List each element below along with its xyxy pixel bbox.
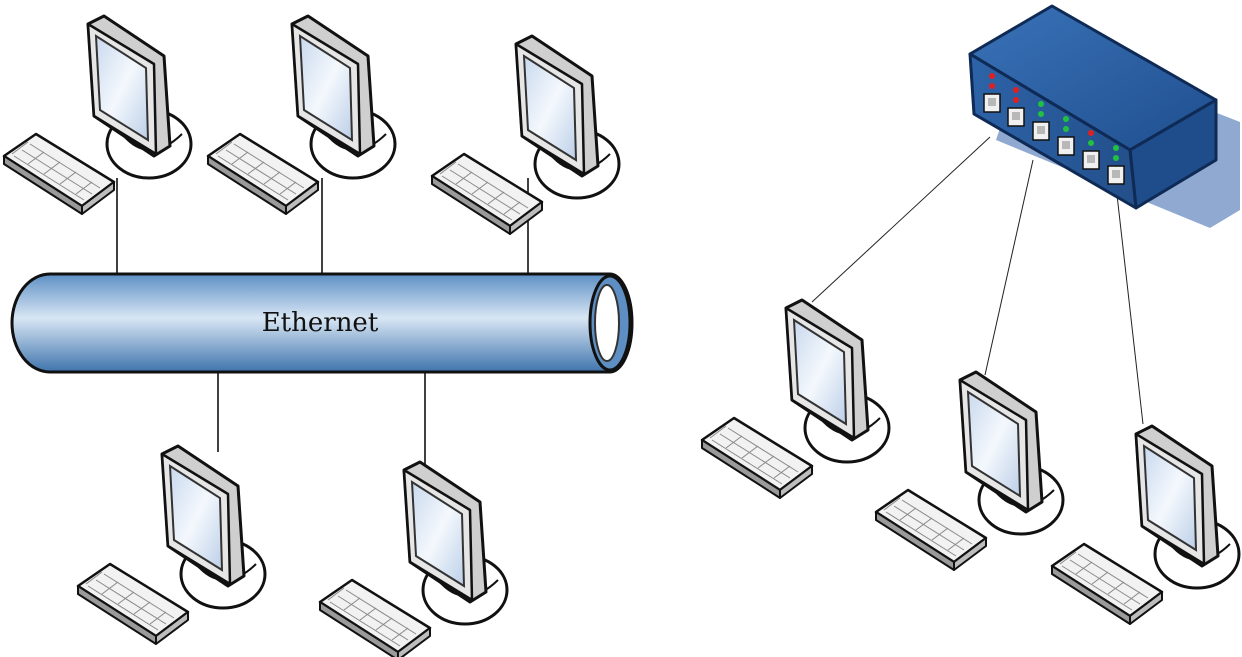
switch-port <box>1082 130 1100 170</box>
switch-link-line <box>1115 185 1144 425</box>
desktop-computer-icon <box>206 14 397 216</box>
ethernet-bus-cable: Ethernet <box>10 272 634 374</box>
switch-port <box>983 73 1001 113</box>
bus-label: Ethernet <box>262 308 379 338</box>
desktop-computer-icon <box>430 34 621 236</box>
switch-link-line <box>984 159 1034 376</box>
network-switch-icon <box>968 4 1240 228</box>
desktop-computer-icon <box>76 444 267 646</box>
desktop-computer-icon <box>874 370 1065 572</box>
desktop-computer-icon <box>318 460 509 657</box>
desktop-computer-icon <box>700 298 891 500</box>
desktop-computer-icon <box>1050 424 1241 626</box>
switch-port <box>1007 87 1025 127</box>
switch-port <box>1032 101 1050 141</box>
switch-port <box>1107 145 1125 185</box>
desktop-computer-icon <box>2 14 193 216</box>
switch-link-line <box>811 136 991 303</box>
bus-topology: Ethernet <box>2 14 634 657</box>
star-topology <box>700 4 1241 626</box>
switch-port <box>1057 116 1075 156</box>
